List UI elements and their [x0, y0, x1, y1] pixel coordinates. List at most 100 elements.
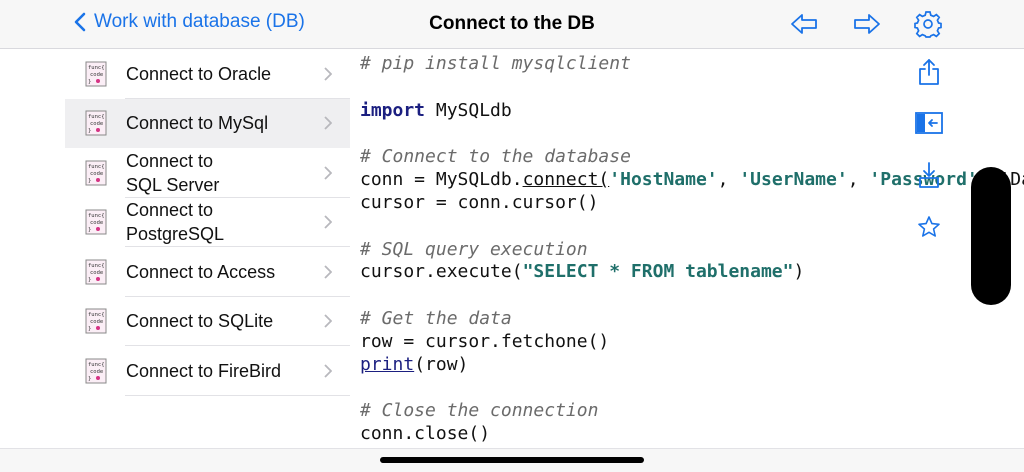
divider	[125, 196, 350, 198]
arrow-left-icon	[791, 14, 817, 34]
code-viewer[interactable]: # pip install mysqlclient import MySQLdb…	[360, 53, 1024, 448]
svg-text:}: }	[88, 376, 91, 382]
code-comment: # pip install mysqlclient	[360, 53, 631, 74]
sidebar-item-label: Connect to MySql	[126, 113, 269, 134]
home-indicator[interactable]	[380, 457, 644, 463]
chevron-right-icon	[324, 215, 332, 229]
back-button-label: Work with database (DB)	[94, 11, 305, 32]
download-button[interactable]	[912, 159, 946, 191]
download-icon	[919, 162, 939, 188]
divider	[125, 295, 350, 297]
svg-text:code: code	[90, 171, 103, 177]
page-title: Connect to the DB	[429, 13, 595, 34]
code-string: 'Password'	[869, 169, 978, 190]
scroll-handle[interactable]	[971, 167, 1011, 305]
sidebar-toggle-button[interactable]	[912, 107, 946, 139]
code-comment: # SQL query execution	[360, 239, 588, 260]
svg-text:}: }	[88, 277, 91, 283]
code-file-icon: func{code}	[85, 358, 107, 384]
code-text: ,	[717, 169, 740, 190]
svg-text:}: }	[88, 326, 91, 332]
code-keyword: import	[360, 100, 426, 121]
svg-text:func{: func{	[88, 312, 105, 318]
sidebar-item-label: Connect to Oracle	[126, 63, 272, 84]
sidebar-item-postgresql[interactable]: func{code} Connect to PostgreSQL	[65, 198, 350, 247]
svg-text:code: code	[90, 220, 103, 226]
sidebar-item-mysql[interactable]: func{code} Connect to MySql	[65, 98, 350, 148]
code-line: cursor.execute("SELECT * FROM tablename"…	[360, 261, 804, 282]
code-line: # SQL query execution	[360, 239, 588, 260]
chevron-right-icon	[324, 364, 332, 378]
sidebar-item-label: Connect to SQLite	[126, 311, 274, 332]
share-button[interactable]	[912, 56, 946, 88]
code-line: # Close the connection	[360, 400, 598, 421]
code-text: conn.close()	[360, 423, 491, 444]
code-text: MySQLdb	[425, 100, 512, 121]
code-line: # pip install mysqlclient	[360, 53, 631, 74]
code-line: print(row)	[360, 354, 468, 375]
divider	[125, 97, 350, 99]
navigation-bar: Work with database (DB) Connect to the D…	[0, 0, 1024, 49]
sidebar-item-label: Connect to FireBird	[126, 360, 282, 381]
code-file-icon: func{code}	[85, 160, 107, 186]
code-text: )	[793, 261, 805, 282]
gear-icon	[914, 11, 942, 38]
code-line: import MySQLdb	[360, 100, 512, 121]
svg-text:func{: func{	[88, 213, 105, 219]
svg-text:code: code	[90, 319, 103, 325]
code-file-icon: func{code}	[85, 259, 107, 285]
sidebar-toggle-icon	[915, 112, 943, 134]
code-file-icon: func{code}	[85, 209, 107, 235]
code-line: # Get the data	[360, 308, 512, 329]
settings-button[interactable]	[913, 10, 943, 38]
code-text: cursor.execute(	[360, 261, 523, 282]
sidebar-item-oracle[interactable]: func{code} Connect to Oracle	[65, 49, 350, 99]
code-text: conn = MySQLdb.	[360, 169, 523, 190]
share-icon	[919, 59, 939, 85]
svg-text:func{: func{	[88, 114, 105, 120]
code-comment: # Close the connection	[360, 400, 599, 421]
code-text: ,	[847, 169, 870, 190]
svg-text:func{: func{	[88, 164, 105, 170]
code-function: print	[360, 354, 415, 375]
sidebar-item-access[interactable]: func{code} Connect to Access	[65, 247, 350, 297]
svg-text:}: }	[88, 178, 91, 184]
chevron-right-icon	[324, 265, 332, 279]
code-line: conn = MySQLdb.connect('HostName', 'User…	[360, 169, 1024, 190]
svg-text:code: code	[90, 121, 103, 127]
sidebar-item-sql-server[interactable]: func{code} Connect to SQL Server	[65, 148, 350, 198]
code-text: cursor = conn.cursor()	[360, 192, 599, 213]
code-comment: # Connect to the database	[360, 146, 631, 167]
svg-text:code: code	[90, 369, 103, 375]
previous-button[interactable]	[789, 10, 819, 38]
sidebar-item-label: Connect to Access	[126, 261, 276, 282]
sidebar-item-sqlite[interactable]: func{code} Connect to SQLite	[65, 297, 350, 346]
code-line: # Connect to the database	[360, 146, 631, 167]
divider	[125, 246, 350, 247]
chevron-right-icon	[324, 314, 332, 328]
arrow-right-icon	[854, 14, 880, 34]
svg-text:}: }	[88, 227, 91, 233]
code-comment: # Get the data	[360, 308, 512, 329]
code-line: conn.close()	[360, 423, 490, 444]
back-button[interactable]: Work with database (DB)	[74, 11, 305, 33]
code-string: "SELECT * FROM tablename"	[522, 261, 794, 282]
code-string: 'UserName'	[739, 169, 848, 190]
sidebar-item-firebird[interactable]: func{code} Connect to FireBird	[65, 346, 350, 396]
code-line: row = cursor.fetchone()	[360, 331, 609, 352]
svg-text:func{: func{	[88, 263, 105, 269]
divider	[125, 394, 350, 396]
chevron-right-icon	[324, 116, 332, 130]
chevron-right-icon	[324, 67, 332, 81]
favorite-button[interactable]	[912, 211, 946, 243]
code-text: (row)	[414, 354, 469, 375]
code-line: cursor = conn.cursor()	[360, 192, 598, 213]
code-text: row = cursor.fetchone()	[360, 331, 610, 352]
code-function: connect(	[522, 169, 610, 190]
sidebar-item-label: Connect to SQL Server	[126, 150, 220, 195]
chevron-right-icon	[324, 166, 332, 180]
svg-text:}: }	[88, 79, 91, 85]
next-button[interactable]	[852, 10, 882, 38]
code-file-icon: func{code}	[85, 308, 107, 334]
svg-text:func{: func{	[88, 362, 105, 368]
